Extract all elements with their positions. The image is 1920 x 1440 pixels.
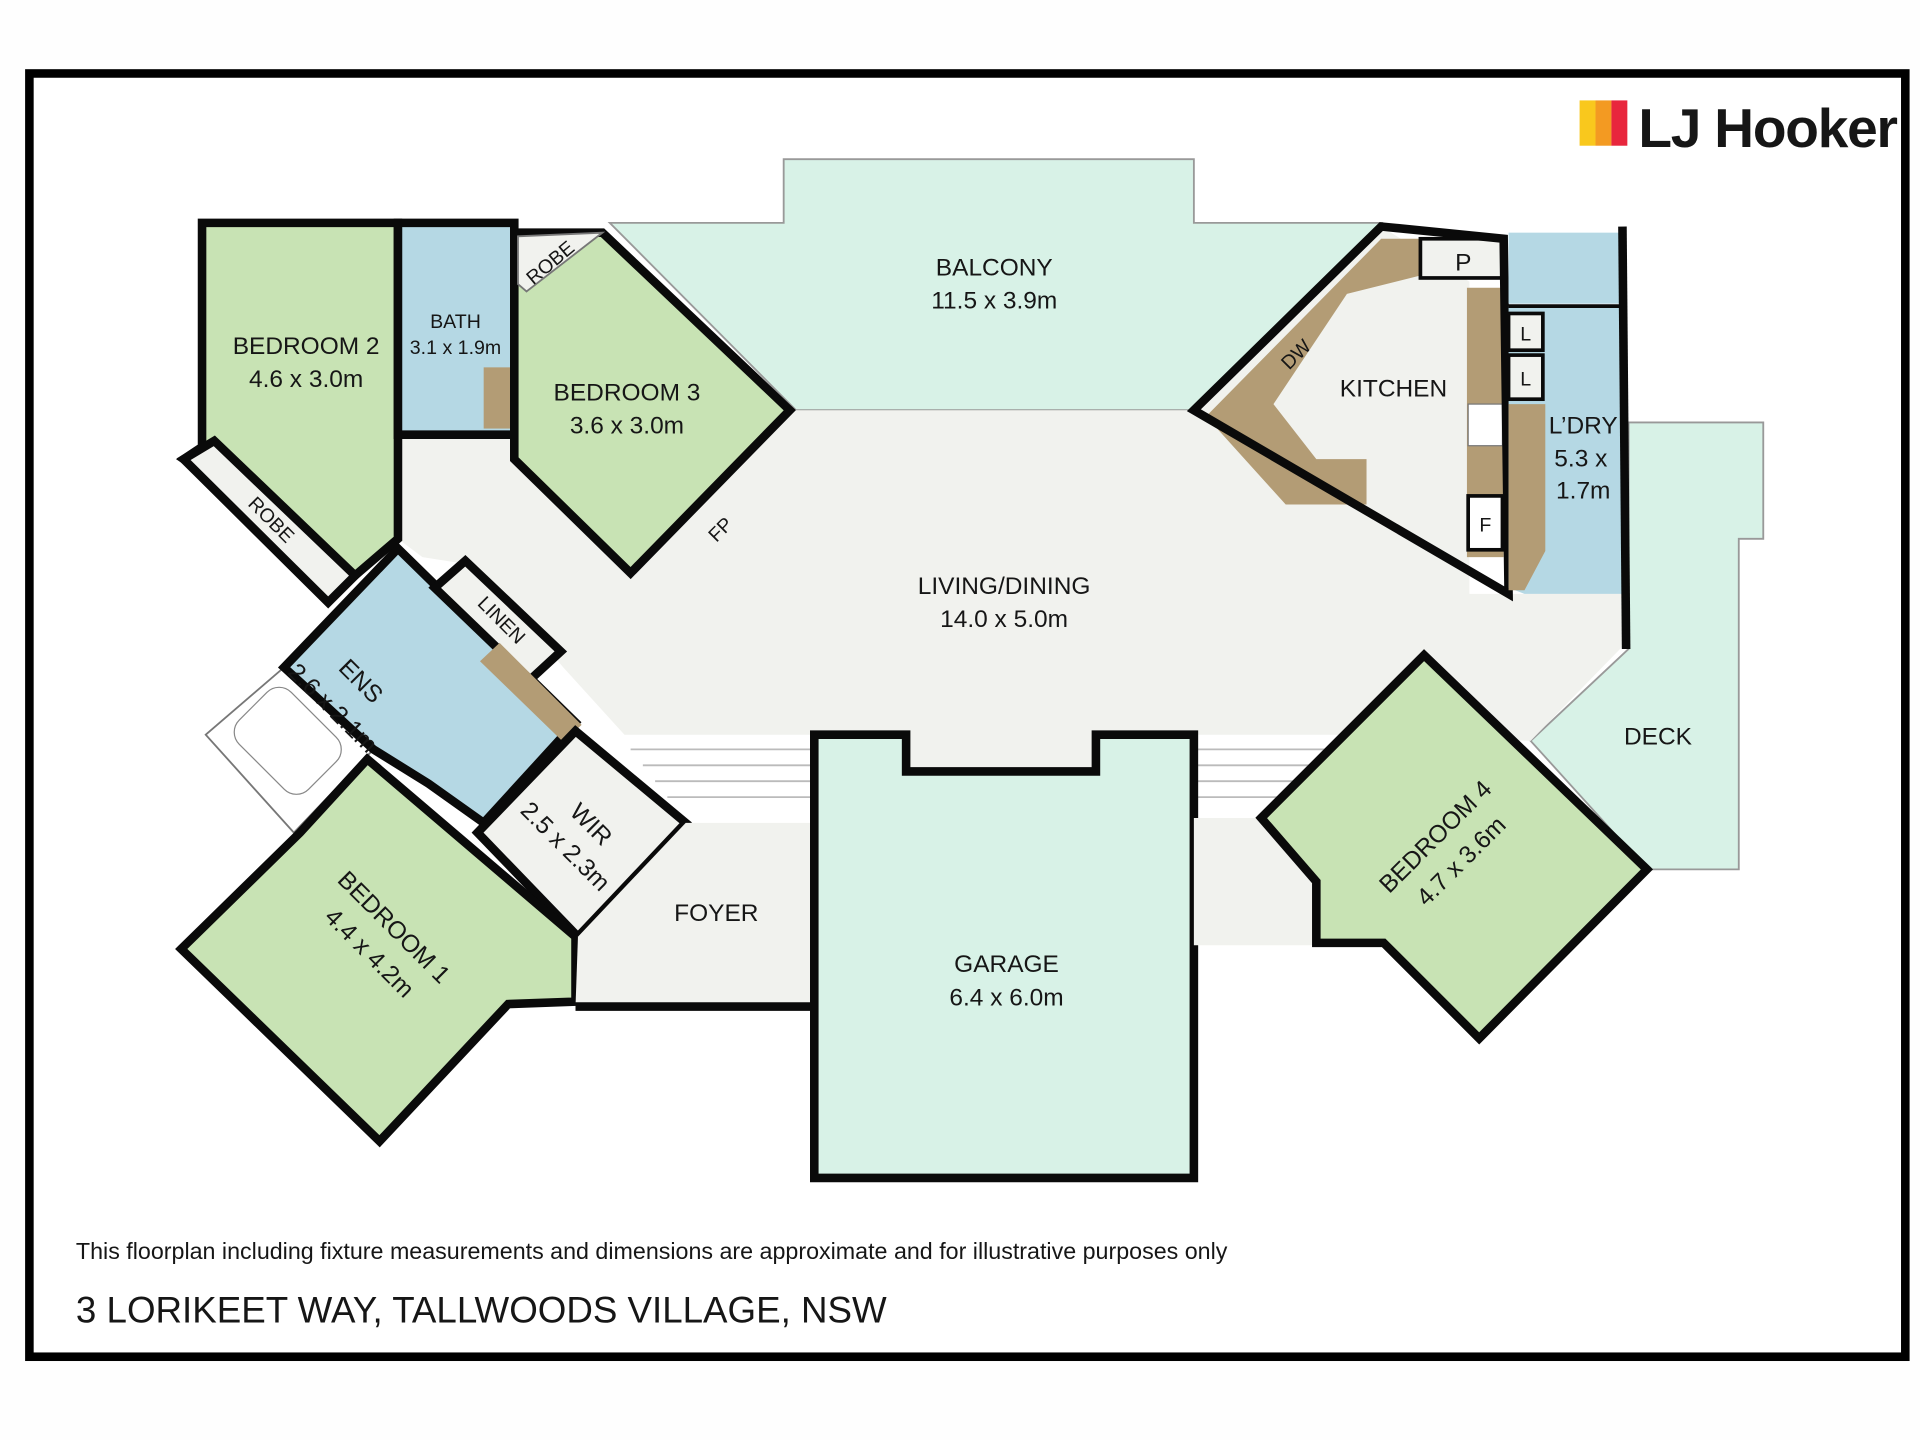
bedroom-3-label: BEDROOM 3 — [554, 379, 701, 406]
balcony-size: 11.5 x 3.9m — [931, 288, 1057, 315]
lj-hooker-logo: LJ Hooker — [1579, 97, 1899, 159]
cooktop — [1467, 403, 1504, 447]
laundry-size-1: 5.3 x — [1554, 446, 1607, 473]
garage-label: GARAGE — [954, 951, 1059, 978]
deck-label: DECK — [1624, 723, 1693, 750]
bedroom-2-size: 4.6 x 3.0m — [249, 366, 363, 393]
deck-area — [1529, 421, 1765, 871]
kitchen-outer-wall — [1186, 222, 1513, 602]
kitchen-label: KITCHEN — [1340, 376, 1447, 403]
garage-size: 6.4 x 6.0m — [949, 984, 1063, 1011]
bath-vanity — [483, 367, 511, 429]
pantry-label: P — [1455, 250, 1471, 277]
bedroom-4-area — [1255, 649, 1654, 1045]
bathtub — [233, 686, 342, 795]
robe-left-area — [176, 435, 362, 609]
logo-bar-yellow — [1579, 100, 1596, 146]
linen-cupboard-2 — [1506, 353, 1545, 402]
linen-l1-label: L — [1520, 323, 1531, 345]
kitchen-bench — [1206, 238, 1421, 505]
fridge-box — [1466, 494, 1505, 552]
laundry-toilet-area — [1508, 232, 1623, 304]
bath-label: BATH — [430, 311, 481, 333]
linen-l2-label: L — [1520, 369, 1531, 391]
foyer-label: FOYER — [674, 900, 758, 927]
garage-area — [810, 730, 1199, 1183]
property-address: 3 LORIKEET WAY, TALLWOODS VILLAGE, NSW — [76, 1289, 887, 1330]
living-label: LIVING/DINING — [918, 573, 1091, 600]
living-dining-area — [397, 226, 1623, 772]
linen-cupboard-1 — [1506, 311, 1545, 353]
living-size: 14.0 x 5.0m — [940, 606, 1068, 633]
foyer-area — [575, 822, 815, 1007]
laundry-bench — [1508, 404, 1546, 591]
ensuite-vanity — [480, 642, 582, 743]
laundry-label: L’DRY — [1549, 412, 1618, 439]
laundry-size-2: 1.7m — [1556, 477, 1610, 504]
robe-top-area — [517, 231, 606, 293]
disclaimer-text: This floorplan including fixture measure… — [76, 1238, 1228, 1264]
bedroom-2-label: BEDROOM 2 — [233, 333, 380, 360]
balcony-label: BALCONY — [936, 255, 1053, 282]
stairs — [630, 748, 1335, 799]
bedroom-3-size: 3.6 x 3.0m — [570, 412, 684, 439]
logo-bar-orange — [1595, 100, 1612, 146]
bedroom-1-area — [175, 753, 580, 1148]
logo-bar-red — [1611, 100, 1628, 146]
logo-text: LJ Hooker — [1638, 97, 1897, 159]
fridge-label: F — [1479, 514, 1491, 536]
bath-size: 3.1 x 1.9m — [410, 337, 501, 359]
